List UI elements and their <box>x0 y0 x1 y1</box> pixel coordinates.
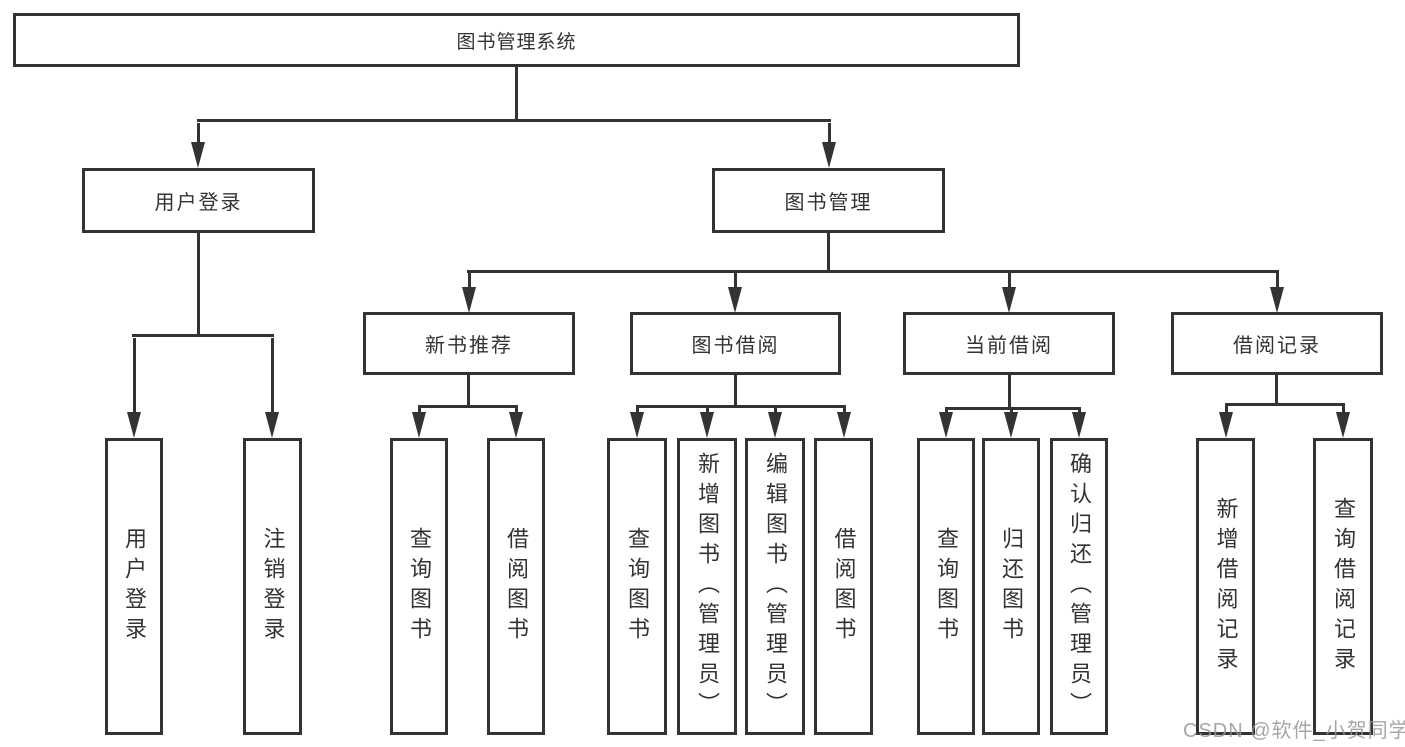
connector-line <box>1008 374 1011 409</box>
connector-line <box>734 374 737 407</box>
leaf-return-books: 归还图书 <box>982 438 1040 735</box>
connector-line <box>1275 374 1278 405</box>
leaf-logout: 注销登录 <box>243 438 302 735</box>
watermark: CSDN @软件_小贺同学 <box>1183 720 1405 742</box>
connector-line <box>515 66 518 122</box>
connector-line <box>945 407 1081 410</box>
node-book-management-label: 图书管理 <box>784 192 873 214</box>
arrow-down-icon <box>822 123 836 168</box>
node-new-book-recommend: 新书推荐 <box>363 312 575 375</box>
connector-line <box>636 405 846 408</box>
connector-line <box>197 119 831 122</box>
leaf-edit-books-admin-label: 编辑图书（管理员） <box>763 451 788 722</box>
node-current-borrow-label: 当前借阅 <box>965 335 1053 357</box>
arrow-down-icon <box>630 408 644 438</box>
arrow-down-icon <box>1002 273 1016 313</box>
leaf-query-books-3-label: 查询图书 <box>934 526 959 647</box>
arrow-down-icon <box>1072 409 1086 438</box>
leaf-query-books-label: 查询图书 <box>407 526 432 647</box>
connector-line <box>467 270 1279 273</box>
arrow-down-icon <box>768 408 782 438</box>
node-book-management: 图书管理 <box>712 168 945 233</box>
connector-line <box>827 231 830 273</box>
arrow-down-icon <box>728 273 742 313</box>
node-user-login-label: 用户登录 <box>154 192 243 214</box>
connector-line <box>197 231 200 337</box>
node-book-borrow: 图书借阅 <box>630 312 841 375</box>
arrow-down-icon <box>939 409 953 438</box>
leaf-query-borrow-record: 查询借阅记录 <box>1313 438 1373 735</box>
node-user-login: 用户登录 <box>82 168 315 233</box>
leaf-add-books-admin-label: 新增图书（管理员） <box>695 451 720 722</box>
arrow-down-icon <box>191 123 205 168</box>
arrow-down-icon <box>127 338 141 438</box>
leaf-user-login: 用户登录 <box>105 438 163 735</box>
leaf-borrow-books-2-label: 借阅图书 <box>831 526 857 647</box>
leaf-borrow-books: 借阅图书 <box>487 438 545 735</box>
arrow-down-icon <box>1004 409 1018 438</box>
leaf-query-books-2-label: 查询图书 <box>625 526 650 647</box>
leaf-add-books-admin: 新增图书（管理员） <box>677 438 737 735</box>
arrow-down-icon <box>1219 406 1233 438</box>
leaf-query-borrow-record-label: 查询借阅记录 <box>1331 496 1356 677</box>
node-new-book-recommend-label: 新书推荐 <box>425 335 513 357</box>
node-book-borrow-label: 图书借阅 <box>691 335 780 357</box>
node-library-system-label: 图书管理系统 <box>456 31 577 53</box>
arrow-down-icon <box>462 273 476 313</box>
leaf-query-books: 查询图书 <box>390 438 448 735</box>
leaf-add-borrow-record-label: 新增借阅记录 <box>1213 496 1239 677</box>
arrow-down-icon <box>837 408 851 438</box>
connector-line <box>418 405 518 408</box>
arrow-down-icon <box>509 408 523 438</box>
node-library-system: 图书管理系统 <box>13 13 1020 67</box>
leaf-query-books-3: 查询图书 <box>917 438 975 735</box>
leaf-edit-books-admin: 编辑图书（管理员） <box>745 438 805 735</box>
leaf-confirm-return-admin: 确认归还（管理员） <box>1050 438 1108 735</box>
node-borrow-records-label: 借阅记录 <box>1233 335 1321 357</box>
arrow-down-icon <box>412 408 426 438</box>
leaf-borrow-books-2: 借阅图书 <box>814 438 873 735</box>
leaf-add-borrow-record: 新增借阅记录 <box>1196 438 1255 735</box>
leaf-confirm-return-admin-label: 确认归还（管理员） <box>1067 451 1092 722</box>
arrow-down-icon <box>700 408 714 438</box>
connector-line <box>467 374 470 407</box>
node-current-borrow: 当前借阅 <box>903 312 1115 375</box>
arrow-down-icon <box>1336 406 1350 438</box>
leaf-return-books-label: 归还图书 <box>999 526 1024 647</box>
arrow-down-icon <box>265 338 279 438</box>
leaf-query-books-2: 查询图书 <box>607 438 667 735</box>
connector-line <box>132 334 274 337</box>
arrow-down-icon <box>1270 273 1284 313</box>
leaf-user-login-label: 用户登录 <box>122 526 147 647</box>
connector-line <box>1225 403 1345 406</box>
node-borrow-records: 借阅记录 <box>1171 312 1383 375</box>
leaf-borrow-books-label: 借阅图书 <box>504 526 529 647</box>
leaf-logout-label: 注销登录 <box>260 526 286 647</box>
